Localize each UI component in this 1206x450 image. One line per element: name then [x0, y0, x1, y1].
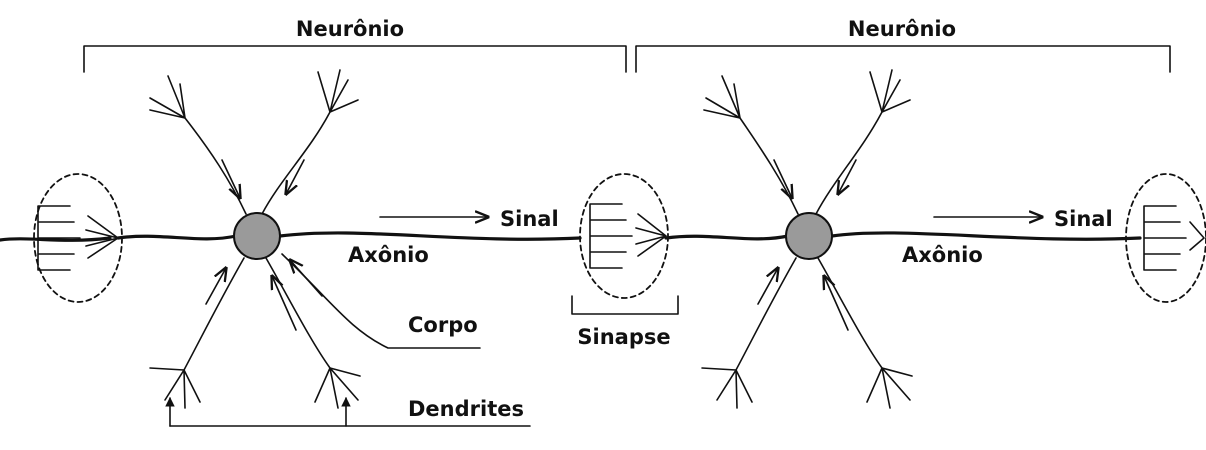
dendrite-upper-left: [704, 76, 798, 214]
dendrite-upper-right: [262, 70, 358, 214]
label-dendrites: Dendrites: [408, 397, 524, 421]
dendrite-upper-left: [150, 76, 246, 214]
dendrite-upper-right: [816, 70, 910, 214]
neuron-right: [666, 70, 1206, 408]
axon-right: [832, 233, 1140, 239]
label-synapse: Sinapse: [577, 325, 670, 349]
flow-arrow: [758, 268, 778, 304]
neuron-left: [0, 70, 678, 426]
soma-right: [786, 213, 832, 259]
axon-segment-left: [118, 236, 236, 239]
label-neuron-right: Neurônio: [848, 17, 956, 41]
dendrite-lower-left: [150, 258, 244, 408]
dendrite-lower-right: [266, 258, 360, 408]
bracket-neuron-right: [636, 46, 1170, 72]
soma-left: [234, 213, 280, 259]
flow-arrow: [222, 160, 240, 198]
label-signal-right: Sinal: [1054, 207, 1113, 231]
label-axon-right: Axônio: [902, 243, 983, 267]
flow-arrow: [206, 268, 226, 304]
flow-arrow: [774, 160, 792, 198]
bracket-neuron-left: [84, 46, 626, 72]
dendrite-lower-right: [818, 258, 912, 408]
flow-arrow: [824, 276, 848, 330]
label-neuron-left: Neurônio: [296, 17, 404, 41]
label-axon-left: Axônio: [348, 243, 429, 267]
axon-segment-right: [666, 236, 788, 239]
label-body: Corpo: [408, 313, 478, 337]
dendrite-lower-left: [702, 258, 796, 408]
synapse-terminal-middle: [580, 174, 668, 298]
label-signal-left: Sinal: [500, 207, 559, 231]
flow-arrow: [272, 276, 296, 330]
axon-left: [280, 233, 580, 239]
